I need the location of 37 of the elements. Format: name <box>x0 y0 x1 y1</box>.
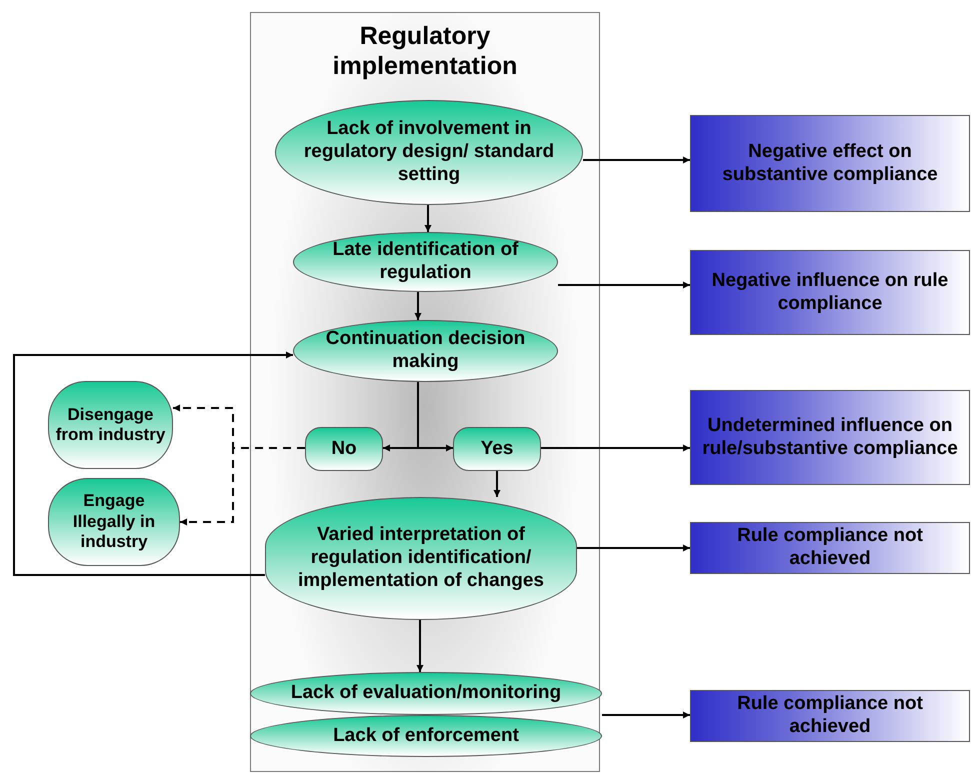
node-label: Rule compliance not achieved <box>736 525 924 571</box>
process-panel <box>250 12 600 772</box>
process-pill <box>305 427 383 471</box>
arrow <box>602 712 690 718</box>
arrow <box>424 205 432 232</box>
outcome-box <box>690 250 970 335</box>
arrow <box>414 292 422 320</box>
node-label: Negative effect on substantive compliance <box>721 140 939 186</box>
panel-title: Regulatory implementation <box>332 21 518 81</box>
outcome-box <box>690 690 970 742</box>
arrow <box>577 544 690 552</box>
outcome-box <box>690 390 970 485</box>
node-label: Late identification of regulation <box>332 239 520 285</box>
node-label: Yes <box>480 438 514 460</box>
node-label: Lack of enforcement <box>333 724 519 748</box>
node-label: Negative influence on rule compliance <box>710 270 950 316</box>
outcome-box <box>690 522 970 574</box>
node-label: Varied interpretation of regulation identification/ implementation of changes <box>297 524 545 593</box>
process-pill <box>250 672 602 715</box>
arrow <box>416 620 424 672</box>
node-label: Rule compliance not achieved <box>736 693 924 739</box>
arrow <box>494 471 500 497</box>
outcome-box <box>690 115 970 212</box>
node-label: Lack of evaluation/monitoring <box>290 682 562 705</box>
arrow <box>583 156 690 164</box>
arrow <box>13 352 293 576</box>
node-label: No <box>331 438 357 460</box>
node-label: Lack of involvement in regulatory design/ standard setting <box>302 118 556 187</box>
arrow <box>558 282 690 288</box>
node-label: Continuation decision making <box>324 328 526 374</box>
process-pill <box>453 427 541 471</box>
node-label: Disengage from industry <box>55 404 166 446</box>
process-pill <box>250 715 602 757</box>
arrow <box>541 444 690 452</box>
node-label: Undetermined influence on rule/substantive compliance <box>701 414 959 460</box>
node-label: Engage Illegally in industry <box>72 491 156 553</box>
arrow <box>417 382 453 452</box>
